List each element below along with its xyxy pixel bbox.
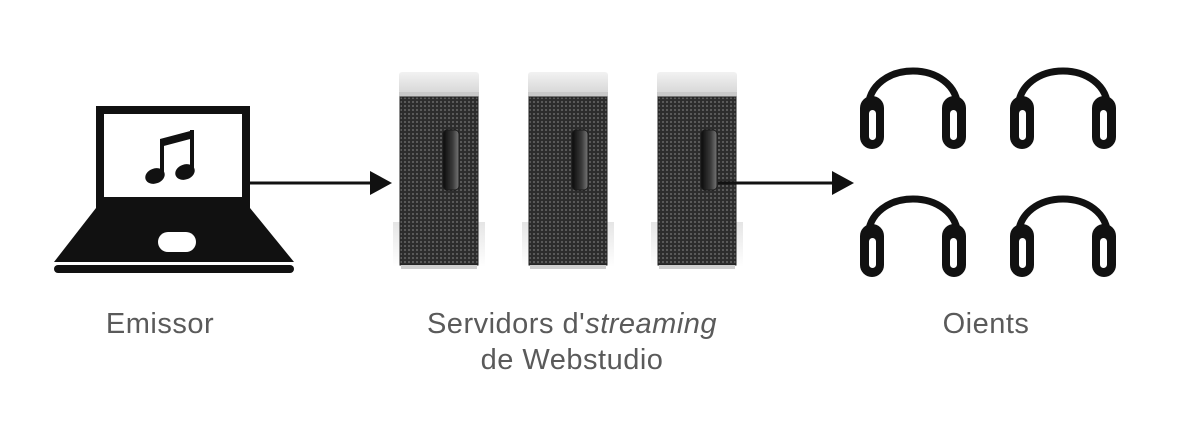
listeners-label: Oients bbox=[942, 308, 1030, 340]
music-note-icon bbox=[145, 130, 195, 184]
headphones-icon bbox=[860, 199, 966, 277]
servers-label-line2: de Webstudio bbox=[480, 344, 664, 376]
servers-label: Servidors d'streaming de Webstudio bbox=[362, 306, 782, 378]
headphones-icon bbox=[1010, 199, 1116, 277]
laptop-with-music-note-icon bbox=[54, 106, 294, 273]
headphones-icon bbox=[860, 71, 966, 149]
headphones-icon bbox=[1010, 71, 1116, 149]
servers-label-italic: streaming bbox=[585, 308, 718, 340]
arrow-right-icon bbox=[246, 171, 392, 195]
server-tower-icon bbox=[650, 71, 744, 270]
servers-label-prefix: Servidors d' bbox=[426, 308, 586, 340]
server-tower-icon bbox=[392, 71, 486, 270]
servers-label-line1: Servidors d'streaming bbox=[362, 306, 782, 342]
sender-label: Emissor bbox=[105, 308, 215, 340]
arrow-right-icon bbox=[718, 171, 854, 195]
server-tower-icon bbox=[521, 71, 615, 270]
